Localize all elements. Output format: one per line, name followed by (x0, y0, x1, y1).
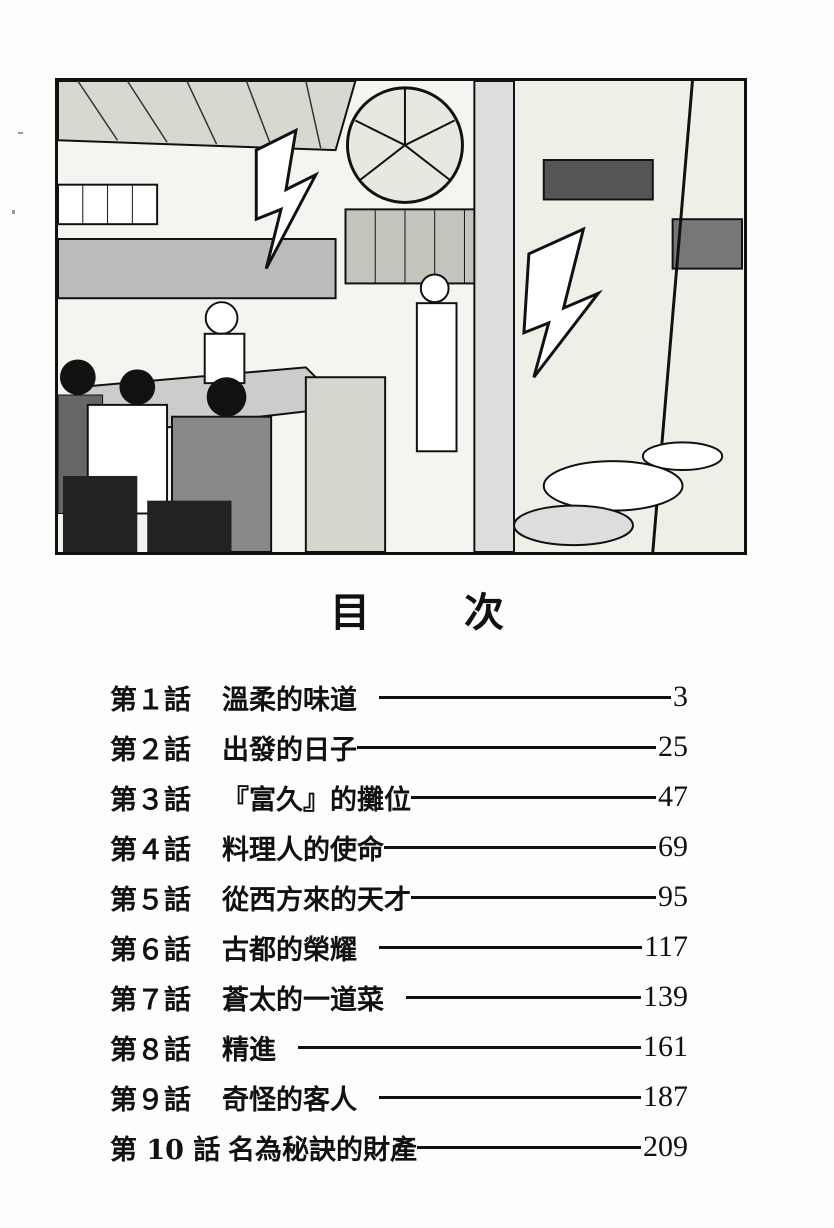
leader-line (411, 895, 656, 899)
chapter-number: 第２話 (110, 734, 191, 766)
page-number: 117 (644, 930, 688, 963)
chapter-title: 從西方來的天才 (222, 884, 411, 916)
chapter-number: 第 10 話 (110, 1134, 221, 1166)
toc-entry[interactable]: 第 10 話名為秘訣的財產 209 (110, 1122, 688, 1172)
page-number: 209 (643, 1130, 688, 1163)
scan-speck (12, 210, 15, 214)
page-number: 139 (643, 980, 688, 1013)
chapter-title: 出發的日子 (222, 734, 357, 766)
chapter-number: 第７話 (110, 984, 191, 1016)
toc-entry[interactable]: 第７話蒼太的一道菜 139 (110, 972, 688, 1022)
leader-line (379, 945, 643, 949)
toc-entry[interactable]: 第３話『富久』的攤位 47 (110, 772, 688, 822)
toc-entry[interactable]: 第５話從西方來的天才 95 (110, 872, 688, 922)
toc-entry[interactable]: 第１話溫柔的味道 3 (110, 672, 688, 722)
chapter-title: 蒼太的一道菜 (222, 984, 384, 1016)
toc-entry[interactable]: 第６話古都的榮耀 117 (110, 922, 688, 972)
toc-entry[interactable]: 第９話奇怪的客人 187 (110, 1072, 688, 1122)
leader-line (411, 795, 656, 799)
manga-illustration-restaurant-kitchen (55, 78, 747, 555)
chapter-title: 奇怪的客人 (222, 1084, 357, 1116)
chapter-number: 第３話 (110, 784, 191, 816)
page-number: 47 (658, 780, 688, 813)
chapter-number: 第５話 (110, 884, 191, 916)
page-number: 161 (643, 1030, 688, 1063)
leader-line (406, 995, 641, 999)
chapter-title: 料理人的使命 (222, 834, 384, 866)
leader-line (379, 695, 671, 699)
leader-line (417, 1145, 641, 1149)
chapter-title: 古都的榮耀 (222, 934, 357, 966)
page-number: 187 (643, 1080, 688, 1113)
leader-line (298, 1045, 641, 1049)
page-number: 3 (673, 680, 688, 713)
chapter-title: 『富久』的攤位 (222, 784, 411, 816)
chapter-number: 第４話 (110, 834, 191, 866)
page-number: 69 (658, 830, 688, 863)
leader-line (357, 745, 656, 749)
chapter-number: 第９話 (110, 1084, 191, 1116)
leader-line (384, 845, 656, 849)
leader-line (379, 1095, 641, 1099)
chapter-number: 第１話 (110, 684, 191, 716)
toc-entry[interactable]: 第２話出發的日子 25 (110, 722, 688, 772)
chapter-title: 溫柔的味道 (222, 684, 357, 716)
chapter-title: 名為秘訣的財產 (228, 1134, 417, 1166)
scan-speck (18, 132, 23, 134)
toc-entry[interactable]: 第４話料理人的使命 69 (110, 822, 688, 872)
page-number: 25 (658, 730, 688, 763)
chapter-number: 第８話 (110, 1034, 191, 1066)
toc-entry[interactable]: 第８話精進 161 (110, 1022, 688, 1072)
chapter-number: 第６話 (110, 934, 191, 966)
page-number: 95 (658, 880, 688, 913)
page-title: 目 次 (330, 589, 544, 636)
chapter-title: 精進 (222, 1034, 276, 1066)
table-of-contents: 第１話溫柔的味道 3 第２話出發的日子 25 第３話『富久』的攤位 47 第４話料理人… (110, 672, 688, 1172)
